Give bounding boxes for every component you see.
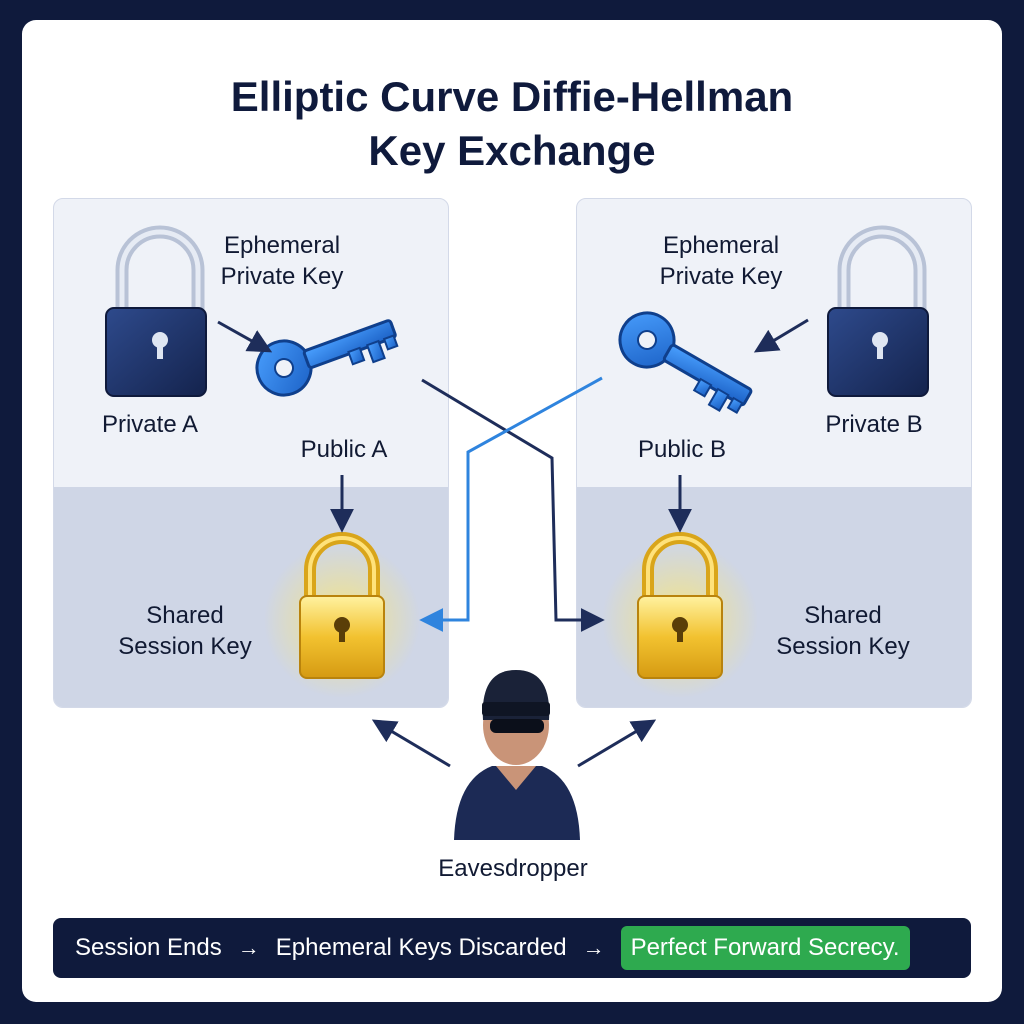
party-a-shared-line-2: Session Key [118,633,252,660]
shared-key-b-lock-icon [602,532,758,698]
party-a-shared-key-label: Shared Session Key [98,600,272,662]
public-a-exchange-line [421,378,605,632]
perfect-forward-secrecy-badge: Perfect Forward Secrecy. [620,926,910,970]
public-b-label: Public B [637,436,727,463]
party-a-shared-line-1: Shared [146,602,224,629]
private-b-lock-icon [827,225,929,397]
public-b-exchange-line [419,376,603,632]
private-a-label: Private A [101,411,199,438]
eavesdropper-to-b-arrow [577,719,657,768]
party-b-ephemeral-line-2: Private Key [659,263,783,290]
public-a-key-icon [255,319,399,397]
private-a-lock-icon [105,225,207,397]
party-b-shared-line-1: Shared [804,602,882,629]
eavesdropper-to-a-arrow [371,719,451,768]
footer-bar: Session Ends → Ephemeral Keys Discarded … [53,918,971,978]
footer-arrow-icon: → [237,935,260,960]
party-b-shared-line-2: Session Key [776,633,910,660]
party-b-ephemeral-line-1: Ephemeral [662,232,780,259]
party-b-shared-key-label: Shared Session Key [756,600,930,662]
public-a-label: Public A [300,436,388,463]
footer-step-keys-discarded: Ephemeral Keys Discarded [275,934,567,961]
private-b-label: Private B [825,411,923,438]
party-a-ephemeral-label: Ephemeral Private Key [217,230,347,292]
party-a-ephemeral-line-2: Private Key [220,263,344,290]
diagram-graphics [105,225,929,840]
private-a-to-public-a-arrow [217,320,273,353]
title-line-2: Key Exchange [368,127,656,174]
public-b-key-icon [618,311,753,414]
eavesdropper-label: Eavesdropper [438,855,588,882]
footer-step-session-ends: Session Ends [75,934,222,961]
shared-key-a-lock-icon [264,532,420,698]
party-a-ephemeral-line-1: Ephemeral [223,232,341,259]
footer-arrow-icon: → [582,935,605,960]
private-b-to-public-b-arrow [753,318,809,353]
title-line-1: Elliptic Curve Diffie-Hellman [230,73,794,120]
eavesdropper-icon [454,670,580,840]
diagram-title: Elliptic Curve Diffie-Hellman Key Exchan… [22,70,1002,178]
party-b-ephemeral-label: Ephemeral Private Key [656,230,786,292]
diagram-card: Elliptic Curve Diffie-Hellman Key Exchan… [22,20,1002,1002]
